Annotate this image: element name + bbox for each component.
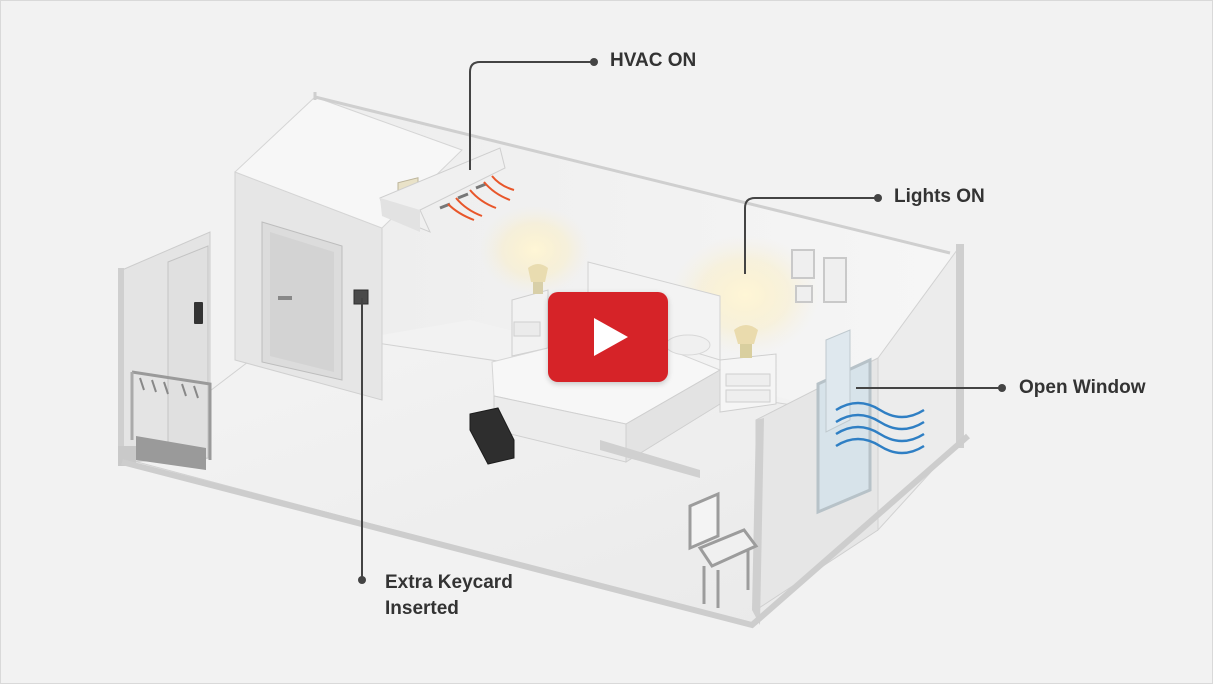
entry-door — [168, 246, 208, 462]
keycard-callout-line1: Extra Keycard — [385, 570, 555, 596]
play-icon — [548, 292, 668, 382]
window-callout-label: Open Window — [1019, 375, 1145, 401]
keycard-callout-line2: Inserted — [385, 596, 555, 622]
keycard-callout-label: Extra Keycard Inserted — [385, 570, 555, 622]
lights-callout-label: Lights ON — [894, 184, 985, 210]
hvac-callout-label: HVAC ON — [610, 48, 696, 74]
play-button[interactable] — [548, 292, 668, 382]
